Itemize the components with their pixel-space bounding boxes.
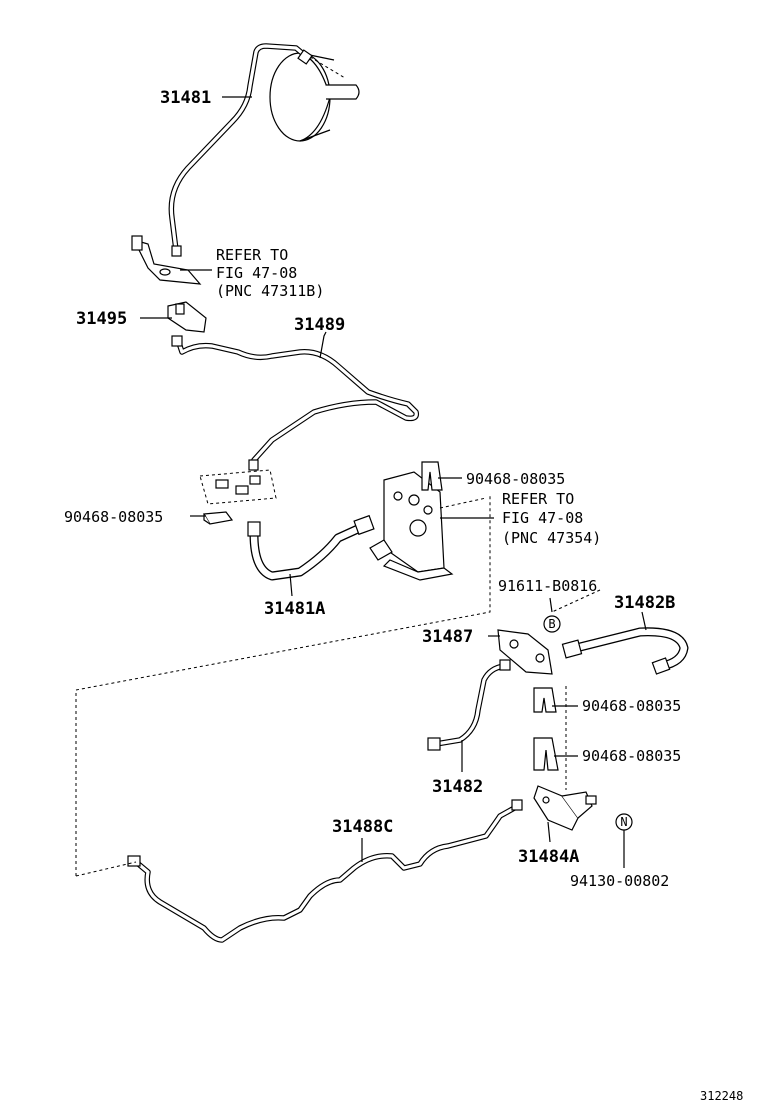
marker-n-text: N [620, 815, 627, 829]
label-31489: 31489 [294, 315, 345, 335]
clip-31495 [167, 301, 207, 333]
label-91611-B0816: 91611-B0816 [498, 577, 597, 595]
leader-lines [140, 96, 647, 868]
floor-bracket [199, 469, 277, 505]
clip-90468-right-upper [533, 687, 557, 713]
label-94130-00802: 94130-00802 [570, 872, 669, 890]
label-90468-08035-left: 90468-08035 [64, 508, 163, 526]
label-90468-08035-right-lower: 90468-08035 [582, 747, 681, 765]
label-31488C: 31488C [332, 817, 393, 837]
brake-hose-31481A [247, 514, 375, 581]
label-31482B: 31482B [614, 593, 675, 613]
clip-90468-upper [421, 461, 443, 491]
brake-hose-31482B [561, 627, 689, 675]
hose-bracket-upper [369, 471, 454, 581]
refer-note-1-line2: FIG 47-08 [216, 264, 297, 282]
circle-marker-n: N [615, 813, 633, 831]
label-31482: 31482 [432, 777, 483, 797]
figure-id: 312248 [700, 1089, 743, 1103]
label-90468-08035-right-upper: 90468-08035 [582, 697, 681, 715]
label-31481: 31481 [160, 88, 211, 108]
label-31481A: 31481A [264, 599, 325, 619]
brake-pipe-31482 [427, 659, 511, 751]
brake-pipe-31481 [168, 43, 313, 257]
bracket-31487 [497, 629, 553, 675]
label-31484A: 31484A [518, 847, 579, 867]
marker-b-text: B [548, 617, 555, 631]
refer-note-1-line3: (PNC 47311B) [216, 282, 324, 300]
brake-pipe-31488C [127, 799, 523, 943]
circle-marker-b: B [543, 615, 561, 633]
label-31487: 31487 [422, 627, 473, 647]
refer-note-2-line3: (PNC 47354) [502, 529, 601, 547]
refer-note-2-line2: FIG 47-08 [502, 509, 583, 527]
refer-note-2-line1: REFER TO [502, 490, 574, 508]
clip-90468-right-lower [533, 737, 559, 771]
brake-pipe-31489 [171, 335, 420, 471]
label-90468-08035-upper: 90468-08035 [466, 470, 565, 488]
refer-note-1-line1: REFER TO [216, 246, 288, 264]
clip-90468-left [202, 511, 234, 525]
pipe-clamp-upper [131, 235, 202, 285]
label-31495: 31495 [76, 309, 127, 329]
reference-dashed-lines [75, 496, 601, 877]
master-cylinder [269, 52, 360, 142]
bracket-31484A [533, 785, 597, 831]
